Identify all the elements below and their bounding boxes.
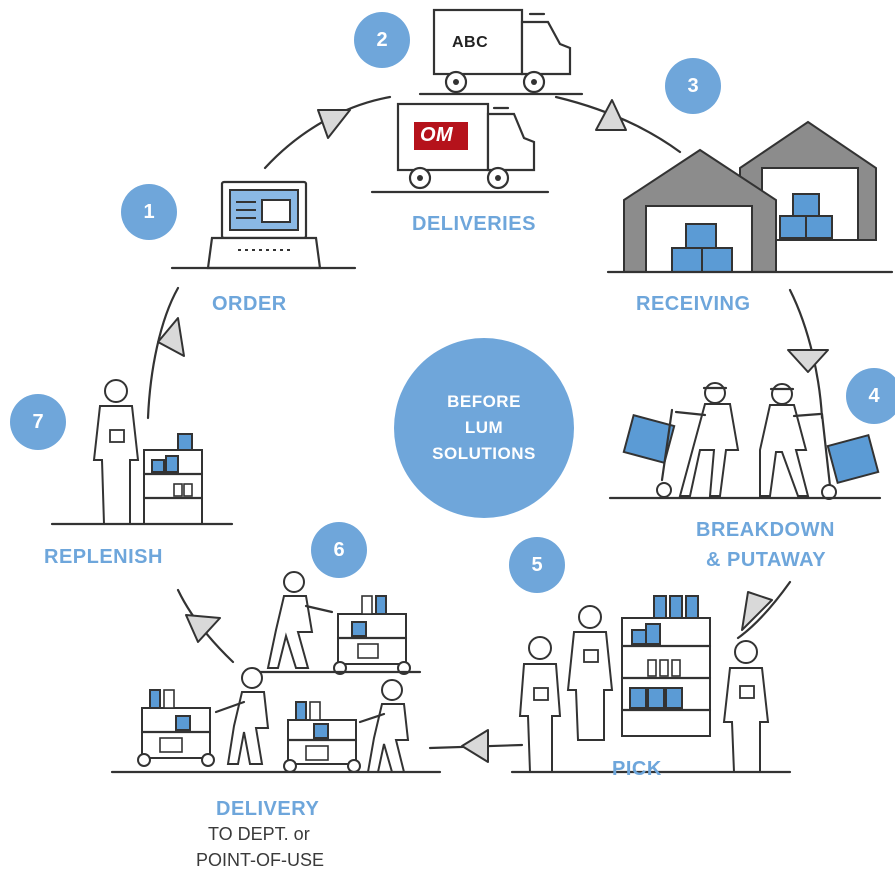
cart-worker-right-icon xyxy=(283,679,410,773)
arrow-to-breakdown xyxy=(787,349,829,373)
step-sublabel-pou: POINT-OF-USE xyxy=(196,850,325,870)
truck-abc-text: ABC xyxy=(452,34,489,51)
pick-shelf-icon xyxy=(620,595,712,737)
center-circle: BEFORE LUM SOLUTIONS xyxy=(394,338,574,518)
step-badge-1: 1 xyxy=(121,184,177,240)
arrow-to-order xyxy=(157,317,185,357)
pick-staff-middle-icon xyxy=(566,605,614,741)
center-line-3: SOLUTIONS xyxy=(432,444,536,463)
step-label-order: ORDER xyxy=(212,293,287,315)
arrow-to-deliveries xyxy=(317,109,351,139)
truck-abc-icon xyxy=(418,8,584,96)
connector-deliveries-to-receiving xyxy=(554,95,682,154)
connector-replenish-to-order xyxy=(146,286,180,420)
worker-handtruck-right-icon xyxy=(759,383,880,500)
step-badge-6: 6 xyxy=(311,522,367,578)
arrow-to-replenish xyxy=(185,614,221,643)
step-badge-7: 7 xyxy=(10,394,66,450)
truck-om-icon xyxy=(370,102,550,194)
arrow-to-delivery xyxy=(461,729,489,763)
center-line-1: BEFORE xyxy=(447,392,521,411)
step-label-breakdown: BREAKDOWN xyxy=(696,519,835,541)
step-label-delivery: DELIVERY xyxy=(216,798,320,820)
step-badge-3: 3 xyxy=(665,58,721,114)
step-badge-2: 2 xyxy=(354,12,410,68)
connector-breakdown-to-pick xyxy=(736,580,792,640)
warehouse-front-icon xyxy=(606,148,894,274)
arrow-to-receiving xyxy=(595,99,627,131)
truck-om-logo: OM xyxy=(420,124,454,146)
step-label-putaway: & PUTAWAY xyxy=(706,549,827,571)
laptop-icon xyxy=(170,180,357,270)
step-label-deliveries: DELIVERIES xyxy=(412,213,536,235)
replenish-shelf-icon xyxy=(142,433,204,525)
step-sublabel-dept: TO DEPT. or xyxy=(208,824,310,844)
arrow-to-pick xyxy=(741,591,773,631)
step-label-replenish: REPLENISH xyxy=(44,546,163,568)
step-badge-5: 5 xyxy=(509,537,565,593)
step-badge-4: 4 xyxy=(846,368,895,424)
center-line-2: LUM xyxy=(464,418,504,437)
replenish-staff-icon xyxy=(92,379,140,525)
pick-staff-left-icon xyxy=(518,636,562,773)
cart-worker-left-icon xyxy=(137,667,270,767)
worker-handtruck-left-icon xyxy=(622,382,740,498)
step-label-receiving: RECEIVING xyxy=(636,293,751,315)
pick-staff-right-icon xyxy=(722,640,770,773)
cart-worker-top-icon xyxy=(250,571,422,675)
step-label-pick: PICK xyxy=(612,758,662,780)
